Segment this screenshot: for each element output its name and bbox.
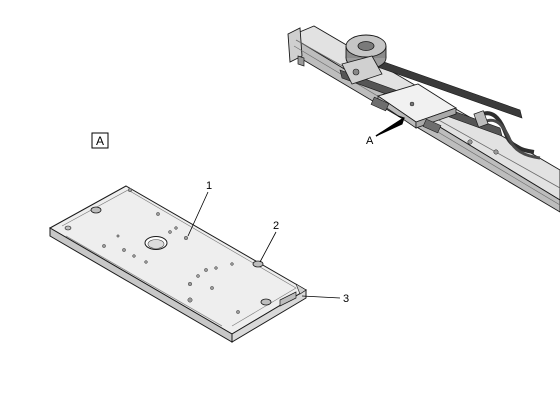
plate-hole (204, 268, 208, 272)
plate-corner-hole-bl (64, 225, 72, 231)
pulley-hub (357, 41, 375, 51)
plate-hole (102, 244, 106, 248)
plate-hole (168, 230, 172, 234)
rail-screw-1 (467, 139, 473, 145)
plate-corner-hole-tl (90, 206, 102, 214)
detail-pointer-label: A (366, 135, 374, 147)
bracket-bolt (352, 68, 360, 76)
carriage-hole (409, 101, 415, 107)
plate-corner-hole-br (260, 298, 272, 306)
plate-center-hole-inner (147, 239, 165, 249)
carriage-block-right (422, 118, 442, 134)
plate-right-notch (295, 283, 307, 295)
callout-2-leader (259, 231, 277, 263)
carriage-block-left (370, 96, 390, 112)
callout-2: 2 (259, 220, 279, 263)
mounting-plate (48, 185, 307, 343)
plate-hole (214, 266, 218, 270)
plate-edge-channel (65, 235, 223, 327)
rail-end-cap (287, 27, 303, 63)
plate-hole (127, 187, 132, 192)
rail-screw-2 (493, 149, 499, 155)
plate-hole (144, 260, 148, 264)
plate-hole (174, 226, 178, 230)
plate-hole (196, 274, 200, 278)
plate-top-face (48, 185, 307, 335)
plate-hole (122, 248, 126, 252)
section-label-frame (91, 132, 109, 149)
plate-corner-hole-tr (252, 260, 264, 268)
callout-1: 1 (187, 180, 212, 237)
plate-edge-notch (279, 291, 297, 307)
callout-3-leader (301, 295, 341, 299)
plate-hole (183, 235, 188, 240)
plate-hole (116, 234, 120, 238)
plate-hole (132, 254, 136, 258)
callout-2-number: 2 (273, 220, 279, 232)
callout-3: 3 (301, 293, 349, 305)
plate-hole (187, 297, 193, 303)
callout-3-number: 3 (343, 293, 349, 305)
plate-hole (236, 310, 240, 314)
cable-connector (473, 110, 489, 128)
plate-hole (156, 212, 160, 216)
pulley-bracket (341, 55, 383, 85)
cable-bundle-2 (483, 118, 541, 160)
callout-1-number: 1 (206, 180, 212, 192)
rail-assembly (287, 25, 560, 213)
callout-1-leader (187, 191, 209, 237)
plate-hole (230, 262, 234, 266)
section-label-box: A (91, 132, 109, 149)
detail-pointer: A (366, 115, 406, 147)
plate-hole (210, 286, 214, 290)
rail-end-bracket (297, 55, 305, 67)
plate-hole (187, 282, 192, 287)
pointer-line (375, 117, 405, 137)
section-label: A (96, 134, 104, 148)
